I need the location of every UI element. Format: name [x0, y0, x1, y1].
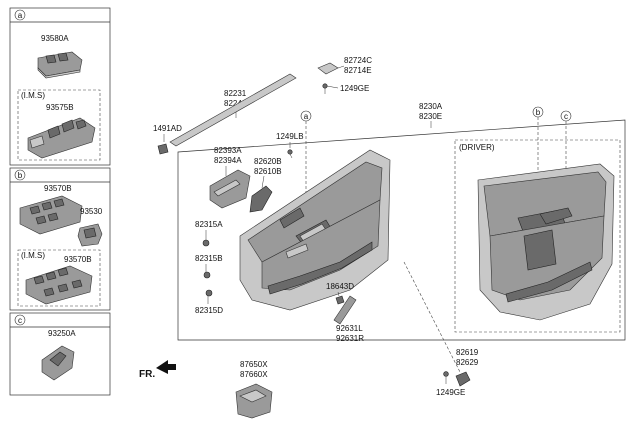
section-b-marker: [14, 169, 26, 181]
section-c-frame: [9, 312, 111, 396]
section-b-frame: [9, 167, 111, 311]
part-82315D-label: 82315D: [195, 306, 223, 315]
part-82315B-label: 82315B: [195, 254, 223, 263]
part-8230E-label: 8230E: [419, 112, 442, 121]
part-82619-label: 82619: [456, 348, 479, 357]
section-b-marker-label: b: [18, 171, 23, 180]
driver-label: (DRIVER): [459, 143, 495, 152]
ims-b-label: (I.M.S): [21, 251, 45, 260]
part-92631L-label: 92631L: [336, 324, 363, 333]
part-82714E-label: 82714E: [344, 66, 372, 75]
part-82620B-label: 82620B: [254, 157, 282, 166]
section-a-frame: [9, 7, 111, 166]
ims-box-b: [17, 249, 101, 307]
ims-a-label: (I.M.S): [21, 91, 45, 100]
screw-1249GE-bottom: [443, 371, 449, 384]
part-82315A-label: 82315A: [195, 220, 223, 229]
clip-82315B: [203, 264, 211, 279]
part-93570B-ims-label: 93570B: [64, 255, 92, 264]
part-87650X-label: 87650X: [240, 360, 268, 369]
clip-1491AD: [157, 143, 169, 155]
garnish-87650X: [235, 383, 273, 419]
switch-93575B: [27, 117, 96, 159]
screw-1249LB: [287, 149, 293, 159]
part-93575B-label: 93575B: [46, 103, 74, 112]
front-arrow-icon: [156, 360, 176, 374]
weatherstrip-82231: [169, 73, 297, 147]
front-label: FR.: [139, 369, 155, 380]
part-1249GE-bottom-label: 1249GE: [436, 388, 465, 397]
lamp-18643D: [335, 291, 345, 305]
clip-82315D: [205, 289, 213, 304]
switch-93570B-ims: [25, 265, 93, 305]
part-82394A-label: 82394A: [214, 156, 242, 165]
part-18643D-label: 18643D: [326, 282, 354, 291]
part-82393A-label: 82393A: [214, 146, 242, 155]
part-8230A-label: 8230A: [419, 102, 443, 111]
part-92631R-label: 92631R: [336, 334, 364, 343]
part-93530-label: 93530: [80, 207, 103, 216]
handle-82620B: [249, 185, 273, 213]
door-trim-panel: [239, 149, 391, 311]
part-82629-label: 82629: [456, 358, 479, 367]
part-82231-label: 82231: [224, 89, 247, 98]
part-1491AD-label: 1491AD: [153, 124, 182, 133]
driver-door-panel: [477, 163, 615, 321]
part-82241-label: 82241: [224, 99, 247, 108]
part-1249GE-top-label: 1249GE: [340, 84, 369, 93]
part-93570B-label: 93570B: [44, 184, 72, 193]
driver-box: [454, 139, 621, 333]
part-93580A-label: 93580A: [41, 34, 69, 43]
callout-b-label: b: [536, 108, 541, 117]
screw-1249GE-top: [322, 83, 339, 94]
part-87660X-label: 87660X: [240, 370, 268, 379]
callout-c-label: c: [564, 112, 568, 121]
section-c-marker-label: c: [18, 316, 22, 325]
section-a-marker: [14, 9, 26, 21]
callout-a-label: a: [304, 112, 309, 121]
switch-93530: [77, 223, 103, 247]
ims-box-a: [17, 89, 101, 161]
section-a-marker-label: a: [18, 11, 23, 20]
part-1249LB-label: 1249LB: [276, 132, 304, 141]
switch-93250A: [41, 345, 75, 381]
pad-82393A: [209, 169, 251, 209]
section-c-marker: [14, 314, 26, 326]
switch-93580A: [37, 51, 83, 79]
switch-93570B: [19, 195, 83, 235]
clip-82315A: [202, 230, 210, 247]
main-frame: [177, 119, 626, 341]
cover-92631L: [333, 295, 357, 325]
cap-82619: [455, 371, 471, 387]
part-93250A-label: 93250A: [48, 329, 76, 338]
left-panel: a 93580A (I.M.S) 93575B b 93570B: [9, 7, 111, 396]
part-82724C-label: 82724C: [344, 56, 372, 65]
part-82610B-label: 82610B: [254, 167, 282, 176]
clip-82724C: [317, 62, 345, 75]
